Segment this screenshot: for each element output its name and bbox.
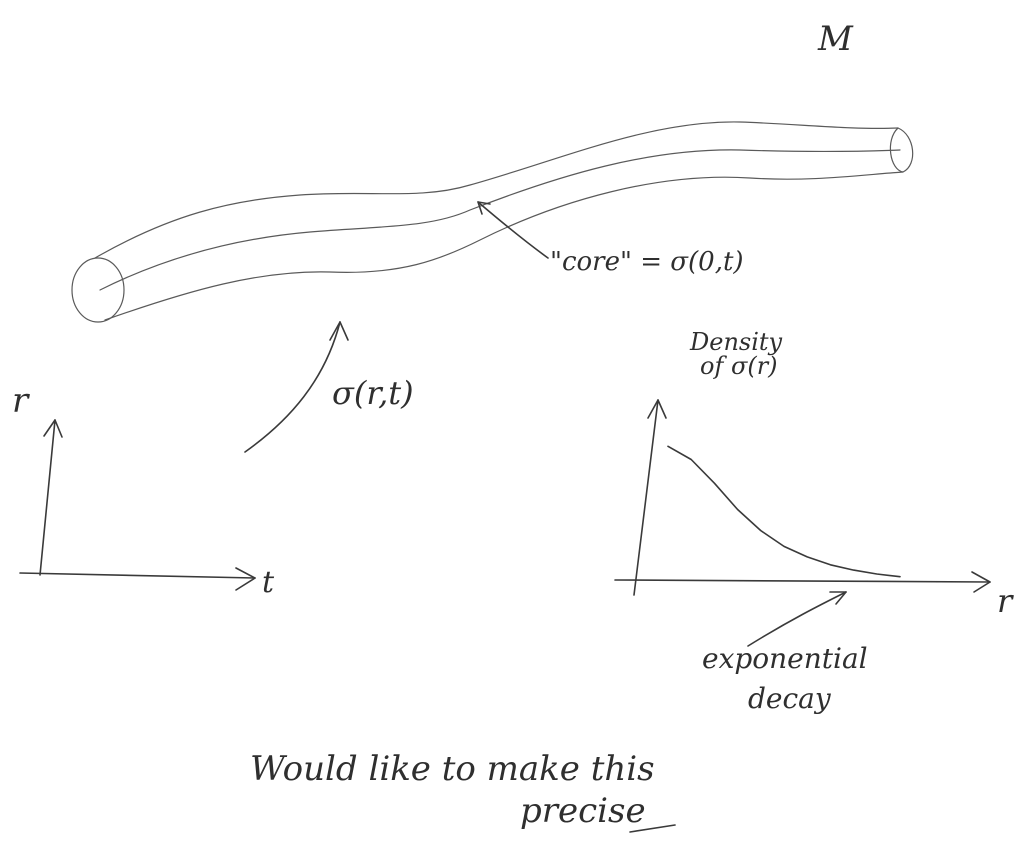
core-arrowhead — [477, 201, 491, 215]
r-axis-arrowhead — [43, 419, 63, 438]
density-y-arrowhead — [647, 399, 667, 419]
density-r-axis-label: r — [997, 582, 1014, 620]
density-label-line1: Density — [689, 328, 783, 356]
decay-arrowhead — [829, 591, 847, 605]
note-line1: Would like to make this — [250, 749, 655, 789]
tube-core-line — [99, 149, 901, 291]
density-x-arrowhead — [971, 571, 991, 593]
density-label-line2: of σ(r) — [700, 352, 778, 380]
t-axis-arrowhead — [235, 567, 256, 591]
manifold-label: M — [817, 19, 854, 59]
t-axis-label: t — [262, 565, 275, 600]
density-y-axis — [633, 399, 659, 596]
sigma-arrow — [244, 321, 341, 453]
note-underline — [629, 824, 676, 833]
r-axis-label: r — [12, 381, 30, 421]
tube — [71, 121, 914, 323]
core-arrow — [477, 201, 549, 259]
r-axis-line — [39, 419, 56, 576]
tube-end-right — [889, 127, 914, 173]
sigma-label: σ(r,t) — [332, 374, 414, 412]
tube-top-edge — [94, 121, 899, 259]
core-label: "core" = σ(0,t) — [550, 247, 744, 277]
decay-label-line2: decay — [748, 682, 832, 715]
decay-arrow — [747, 591, 847, 647]
density-x-axis — [614, 579, 991, 583]
tube-end-left — [71, 257, 125, 323]
tube-bottom-edge — [104, 171, 904, 321]
decay-label-line1: exponential — [702, 642, 868, 675]
density-chart: Density of σ(r) r — [614, 328, 1014, 620]
r-t-axes: r t — [12, 381, 275, 600]
note-line2: precise — [520, 791, 646, 831]
density-curve-line — [667, 445, 901, 578]
t-axis-line — [19, 572, 256, 579]
density-curve — [667, 445, 901, 578]
sigma-arrowhead — [329, 321, 349, 341]
